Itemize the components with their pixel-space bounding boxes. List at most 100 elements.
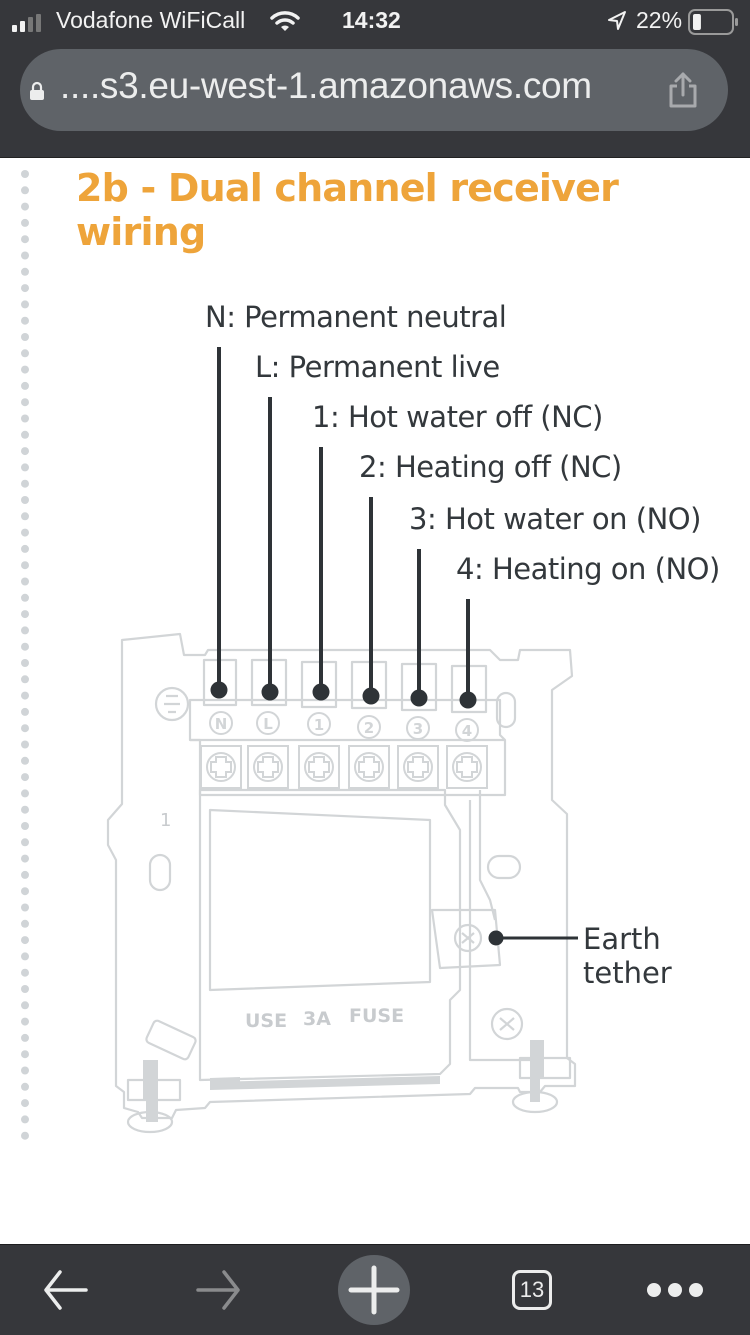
wire-label-2: 2: Heating off (NC) [359,450,622,484]
forward-button[interactable] [184,1245,254,1335]
svg-text:L: L [263,715,273,733]
margin-dot [21,675,29,684]
wire-dot-N [210,681,228,699]
margin-dot [21,691,29,700]
side-mark: 1 [160,810,171,831]
margin-dot [21,870,29,879]
margin-dot [21,479,29,488]
battery-level-fill [693,14,701,30]
margin-dot [21,528,29,537]
tabs-button[interactable]: 13 [502,1245,562,1335]
svg-text:N: N [215,715,228,733]
url-text[interactable]: ....s3.eu-west-1.amazonaws.com [60,65,592,106]
margin-dot [21,1115,29,1124]
terminal-marker-3: 3 [406,716,430,740]
margin-dot [21,447,29,456]
fuse-text: USE [245,1010,287,1032]
battery-icon [688,9,738,35]
margin-dot [21,186,29,195]
location-arrow-icon [608,11,626,30]
margin-dot [21,968,29,977]
wire-label-N: N: Permanent neutral [205,300,507,334]
new-tab-button[interactable] [336,1245,412,1335]
carrier-name: Vodafone WiFiCall [56,7,246,33]
margin-dot [21,496,29,504]
margin-dot [21,919,29,928]
wire-dot-2 [362,687,380,705]
wire-dot-L [261,683,279,701]
terminal-marker-L: L [256,711,280,735]
terminal-screw-box [298,745,340,789]
margin-dot [21,659,29,667]
backplate-inner-panel [198,788,462,1082]
margin-dot [21,789,29,798]
margin-dot [21,642,29,651]
share-icon[interactable] [666,71,700,109]
margin-dot [21,822,29,830]
terminal-screw-icon [452,752,482,782]
lock-icon [30,81,44,100]
wire-label-1: 1: Hot water off (NC) [312,400,603,434]
svg-text:3: 3 [413,720,423,738]
browser-toolbar: 13 [0,1244,750,1335]
margin-dot [21,202,29,211]
margin-dot [21,333,29,341]
margin-dot [21,887,29,896]
margin-dot [21,903,29,912]
margin-dot [21,170,29,178]
earth-label-line1: Earth [583,922,661,956]
terminal-marker-1: 1 [307,712,331,736]
more-dots-icon [647,1283,703,1297]
margin-dot [21,1017,29,1026]
earth-tether-dot [488,930,504,946]
earth-tether-label: Earth tether [583,922,672,990]
terminal-screw-icon [206,752,236,782]
address-bar[interactable]: ....s3.eu-west-1.amazonaws.com [20,49,728,131]
svg-text:2: 2 [364,719,374,737]
margin-dot [21,430,29,439]
margin-dot [21,349,29,358]
margin-dot [21,610,29,619]
margin-dot [21,838,29,847]
more-button[interactable] [640,1245,710,1335]
margin-dot [21,626,29,635]
status-bar: Vodafone WiFiCall 14:32 22% [0,0,750,44]
arrow-left-icon [44,1270,88,1310]
margin-dot [21,936,29,945]
margin-dot [21,1033,29,1042]
dotted-margin-line [21,170,29,1140]
tabs-icon: 13 [512,1270,552,1310]
margin-dot [21,398,29,407]
margin-dot [21,544,29,553]
margin-dot [21,365,29,374]
margin-dot [21,773,29,782]
battery-percent: 22% [636,7,683,33]
wire-dot-1 [312,683,330,701]
tab-count: 13 [519,1277,545,1302]
clock-time: 14:32 [342,7,401,33]
margin-dot [21,1099,29,1108]
margin-dot [21,300,29,309]
margin-dot [21,740,29,749]
wire-label-4: 4: Heating on (NO) [456,552,720,586]
page-content: 2b - Dual channel receiver wiring [0,158,750,1244]
page-title: 2b - Dual channel receiver wiring [76,166,619,254]
margin-dot [21,1082,29,1091]
margin-dot [21,235,29,244]
terminal-block [188,698,507,797]
terminal-screw-icon [403,752,433,782]
backplate-outline [106,632,577,1120]
back-button[interactable] [30,1245,100,1335]
margin-dot [21,284,29,293]
svg-text:1: 1 [314,716,324,734]
margin-dot [21,316,29,325]
terminal-marker-4: 4 [455,718,479,742]
wire-label-L: L: Permanent live [255,350,500,384]
margin-dot [21,218,29,227]
margin-dot [21,381,29,390]
svg-text:4: 4 [462,722,472,740]
margin-dot [21,577,29,586]
arrow-right-icon [196,1270,240,1310]
margin-dot [21,414,29,423]
